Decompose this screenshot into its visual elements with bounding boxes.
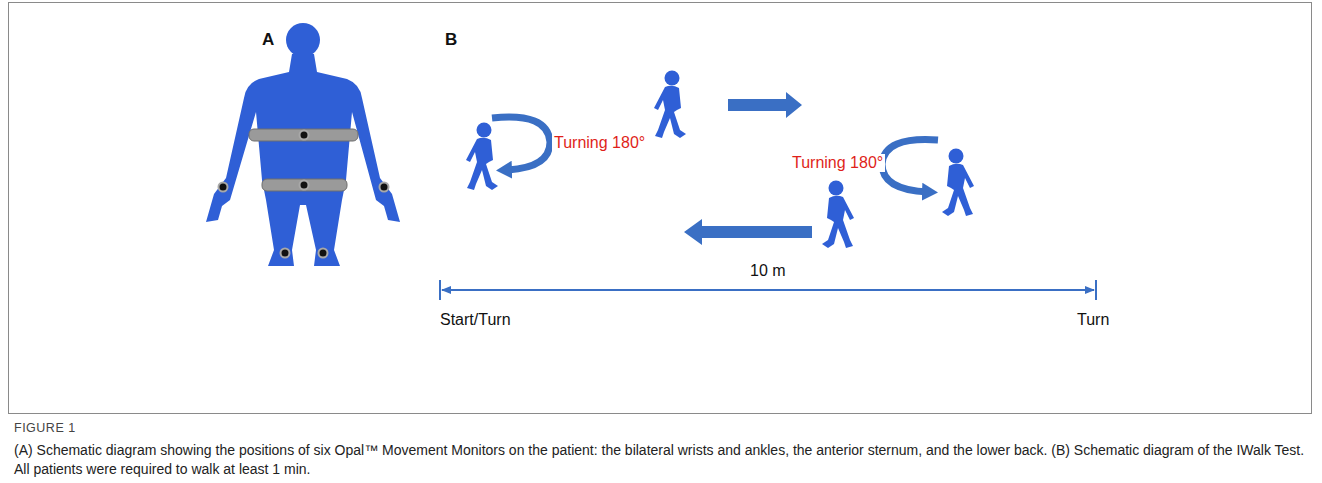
figure-number: FIGURE 1	[14, 421, 76, 435]
start-label: Start/Turn	[440, 311, 511, 329]
panel-letter: A	[262, 30, 274, 50]
direction-arrow	[728, 92, 802, 118]
figure-frame	[8, 2, 1312, 414]
turn-arrow	[492, 117, 550, 170]
turning-label: Turning 180°	[790, 154, 885, 172]
panel-letter: B	[445, 30, 457, 50]
turning-label: Turning 180°	[552, 134, 647, 152]
turn-arrow	[882, 140, 938, 193]
body-silhouette	[206, 23, 400, 266]
turn-label: Turn	[1077, 311, 1109, 329]
figure-caption: (A) Schematic diagram showing the positi…	[14, 441, 1308, 479]
dimension-line	[440, 280, 1096, 300]
walking-figures	[466, 71, 974, 249]
distance-label: 10 m	[750, 262, 786, 280]
direction-arrow	[684, 219, 812, 245]
